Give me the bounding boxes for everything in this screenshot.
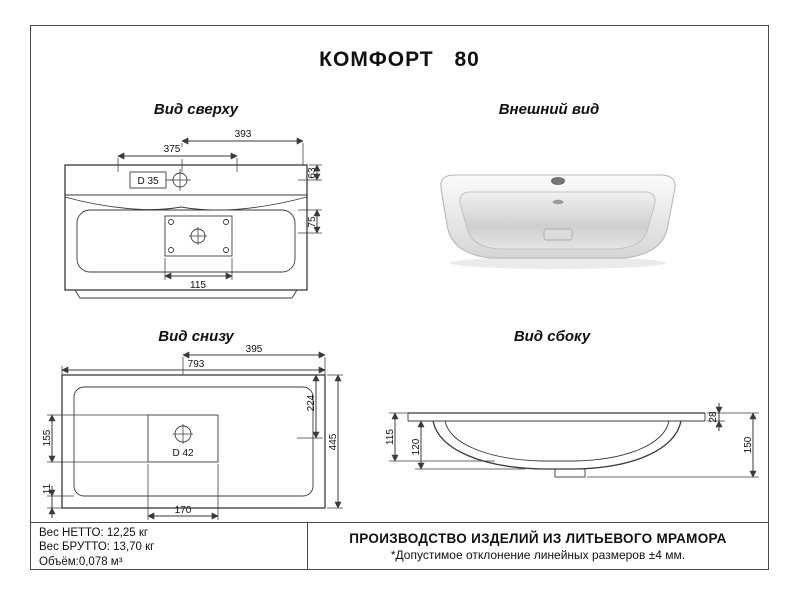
dim-115-top-label: 115 <box>190 280 206 291</box>
basin-outline <box>76 209 296 273</box>
front-apron <box>74 289 298 299</box>
dim-11: 11 <box>42 483 74 518</box>
drain-hole-label: D 42 <box>172 448 194 459</box>
gross-weight: Вес БРУТТО: 13,70 кг <box>39 541 155 554</box>
bowl-inner-profile <box>444 420 670 462</box>
net-weight: Вес НЕТТО: 12,25 кг <box>39 527 149 539</box>
dim-115-top: 115 <box>164 258 233 291</box>
dim-63-label: 63 <box>307 167 318 179</box>
dim-11-label: 11 <box>42 483 53 494</box>
dim-150: 150 <box>587 412 759 478</box>
dim-445-label: 445 <box>328 433 339 450</box>
volume: Объём:0,078 м³ <box>39 555 123 568</box>
bottom-view-drawing: 395 793 D 42 155 11 170 224 <box>42 344 343 520</box>
dim-155: 155 <box>42 414 148 463</box>
bottom-inner-rim <box>73 386 314 497</box>
dim-115-side: 115 <box>385 412 495 462</box>
sink-shadow <box>450 257 666 269</box>
drain-stub <box>554 468 586 478</box>
dim-75: 75 <box>298 209 322 234</box>
dim-224-label: 224 <box>306 394 317 411</box>
dim-63: 63 <box>298 164 322 181</box>
faucet-hole <box>551 177 565 185</box>
side-view-label: Вид сбоку <box>513 328 591 345</box>
dim-120-label: 120 <box>411 438 422 455</box>
dim-375-label: 375 <box>164 144 181 155</box>
basin-back-curve <box>64 196 308 211</box>
sheet-frame <box>30 25 769 570</box>
bottom-view-label: Вид снизу <box>158 328 234 345</box>
top-view-drawing: 393 375 D 35 115 63 <box>64 129 322 299</box>
counter-slab <box>407 412 706 422</box>
external-view-label: Внешний вид <box>498 101 600 118</box>
mounting-plate <box>164 215 233 257</box>
top-view-label: Вид сверху <box>153 101 239 118</box>
dim-224: 224 <box>297 374 323 439</box>
dim-170-label: 170 <box>175 505 192 516</box>
sink-bottom-outline <box>61 374 326 509</box>
drain-cover <box>543 228 573 241</box>
dim-155-label: 155 <box>42 429 53 446</box>
overflow-slot <box>552 199 564 205</box>
dim-170: 170 <box>147 464 219 520</box>
dim-793-label: 793 <box>188 359 205 370</box>
external-view-drawing <box>440 174 676 269</box>
dim-120: 120 <box>411 420 525 470</box>
dim-395-label: 395 <box>246 344 263 355</box>
tap-hole-label: D 35 <box>137 176 159 187</box>
drain-box: D 42 <box>147 414 219 463</box>
tap-hole: D 35 <box>129 169 191 191</box>
production-text: ПРОИЗВОДСТВО ИЗДЕЛИЙ ИЗ ЛИТЬЕВОГО МРАМОР… <box>349 530 727 546</box>
dim-445: 445 <box>327 374 343 509</box>
dim-393-label: 393 <box>235 129 252 140</box>
dim-375: 375 <box>117 144 238 172</box>
dim-115-side-label: 115 <box>385 429 396 445</box>
title-block: Вес НЕТТО: 12,25 кг Вес БРУТТО: 13,70 кг… <box>30 522 769 569</box>
dim-28-label: 28 <box>708 411 719 423</box>
sink-basin <box>459 191 656 250</box>
side-view-drawing: 115 120 28 150 <box>385 403 759 478</box>
weights-box: Вес НЕТТО: 12,25 кг Вес БРУТТО: 13,70 кг… <box>31 523 308 569</box>
page-title: КОМФОРТ 80 <box>319 48 480 71</box>
dim-793: 793 <box>61 359 326 375</box>
tolerance-text: *Допустимое отклонение линейных размеров… <box>390 547 686 562</box>
dim-150-label: 150 <box>743 436 754 453</box>
dim-28: 28 <box>707 403 759 431</box>
dim-75-label: 75 <box>307 216 318 228</box>
sink-top-outline <box>64 164 308 291</box>
bowl-outer-profile <box>432 420 682 470</box>
production-box: ПРОИЗВОДСТВО ИЗДЕЛИЙ ИЗ ЛИТЬЕВОГО МРАМОР… <box>308 523 768 569</box>
